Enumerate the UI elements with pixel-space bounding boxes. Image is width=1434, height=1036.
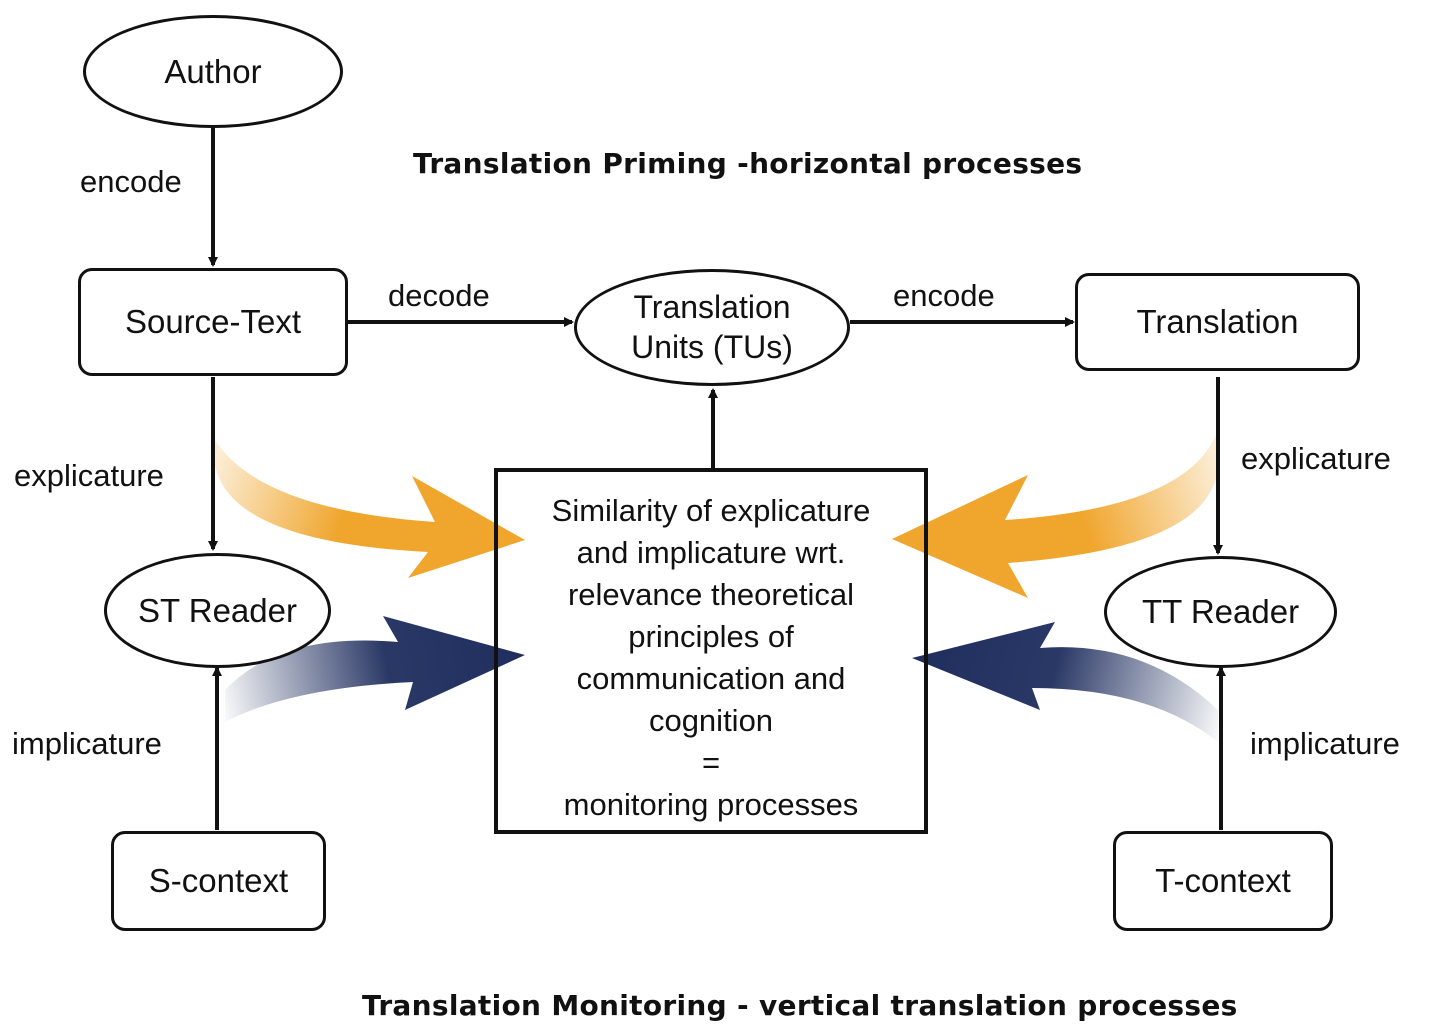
monitoring-line: = xyxy=(701,745,721,780)
top-heading: Translation Priming -horizontal processe… xyxy=(413,147,1083,180)
author-node: Author xyxy=(83,15,343,128)
explicature-arrow-left xyxy=(215,440,525,578)
tt-reader-label: TT Reader xyxy=(1141,593,1300,631)
tt-reader-node: TT Reader xyxy=(1104,556,1337,668)
monitoring-line: Similarity of explicature xyxy=(551,493,871,528)
monitoring-line: cognition xyxy=(648,703,774,738)
explicature-arrow-right xyxy=(892,430,1218,598)
monitoring-line: communication and xyxy=(576,661,846,696)
translation-node: Translation xyxy=(1075,273,1360,371)
translation-label: Translation xyxy=(1136,303,1299,341)
edge-label-implicature-tt: implicature xyxy=(1250,726,1400,761)
monitoring-line: principles of xyxy=(628,619,794,654)
s-context-label: S-context xyxy=(148,862,289,900)
translation-units-label-line1: Translation xyxy=(633,289,791,326)
translation-units-label-line2: Units (TUs) xyxy=(631,328,793,365)
t-context-node: T-context xyxy=(1113,831,1333,931)
monitoring-box: Similarity of explicature and implicatur… xyxy=(494,468,928,834)
monitoring-line: monitoring processes xyxy=(563,787,859,822)
t-context-label: T-context xyxy=(1155,862,1291,900)
author-label: Author xyxy=(164,52,262,90)
monitoring-line: relevance theoretical xyxy=(567,577,855,612)
implicature-arrow-left xyxy=(225,616,525,722)
s-context-node: S-context xyxy=(111,831,326,931)
edge-label-decode: decode xyxy=(388,278,490,313)
st-reader-label: ST Reader xyxy=(138,591,297,629)
edge-label-explicature-st: explicature xyxy=(14,458,164,493)
edge-label-explicature-tt: explicature xyxy=(1241,441,1391,476)
source-text-node: Source-Text xyxy=(78,268,348,376)
monitoring-line: and implicature wrt. xyxy=(576,535,846,570)
translation-units-node: Translation Units (TUs) xyxy=(574,269,850,386)
st-reader-node: ST Reader xyxy=(104,553,331,668)
edge-label-encode-author: encode xyxy=(80,164,182,199)
edge-label-encode-translation: encode xyxy=(893,278,995,313)
bottom-heading: Translation Monitoring - vertical transl… xyxy=(362,989,1238,1022)
implicature-arrow-right xyxy=(912,622,1218,742)
edge-label-implicature-st: implicature xyxy=(12,726,162,761)
source-text-label: Source-Text xyxy=(124,303,302,341)
